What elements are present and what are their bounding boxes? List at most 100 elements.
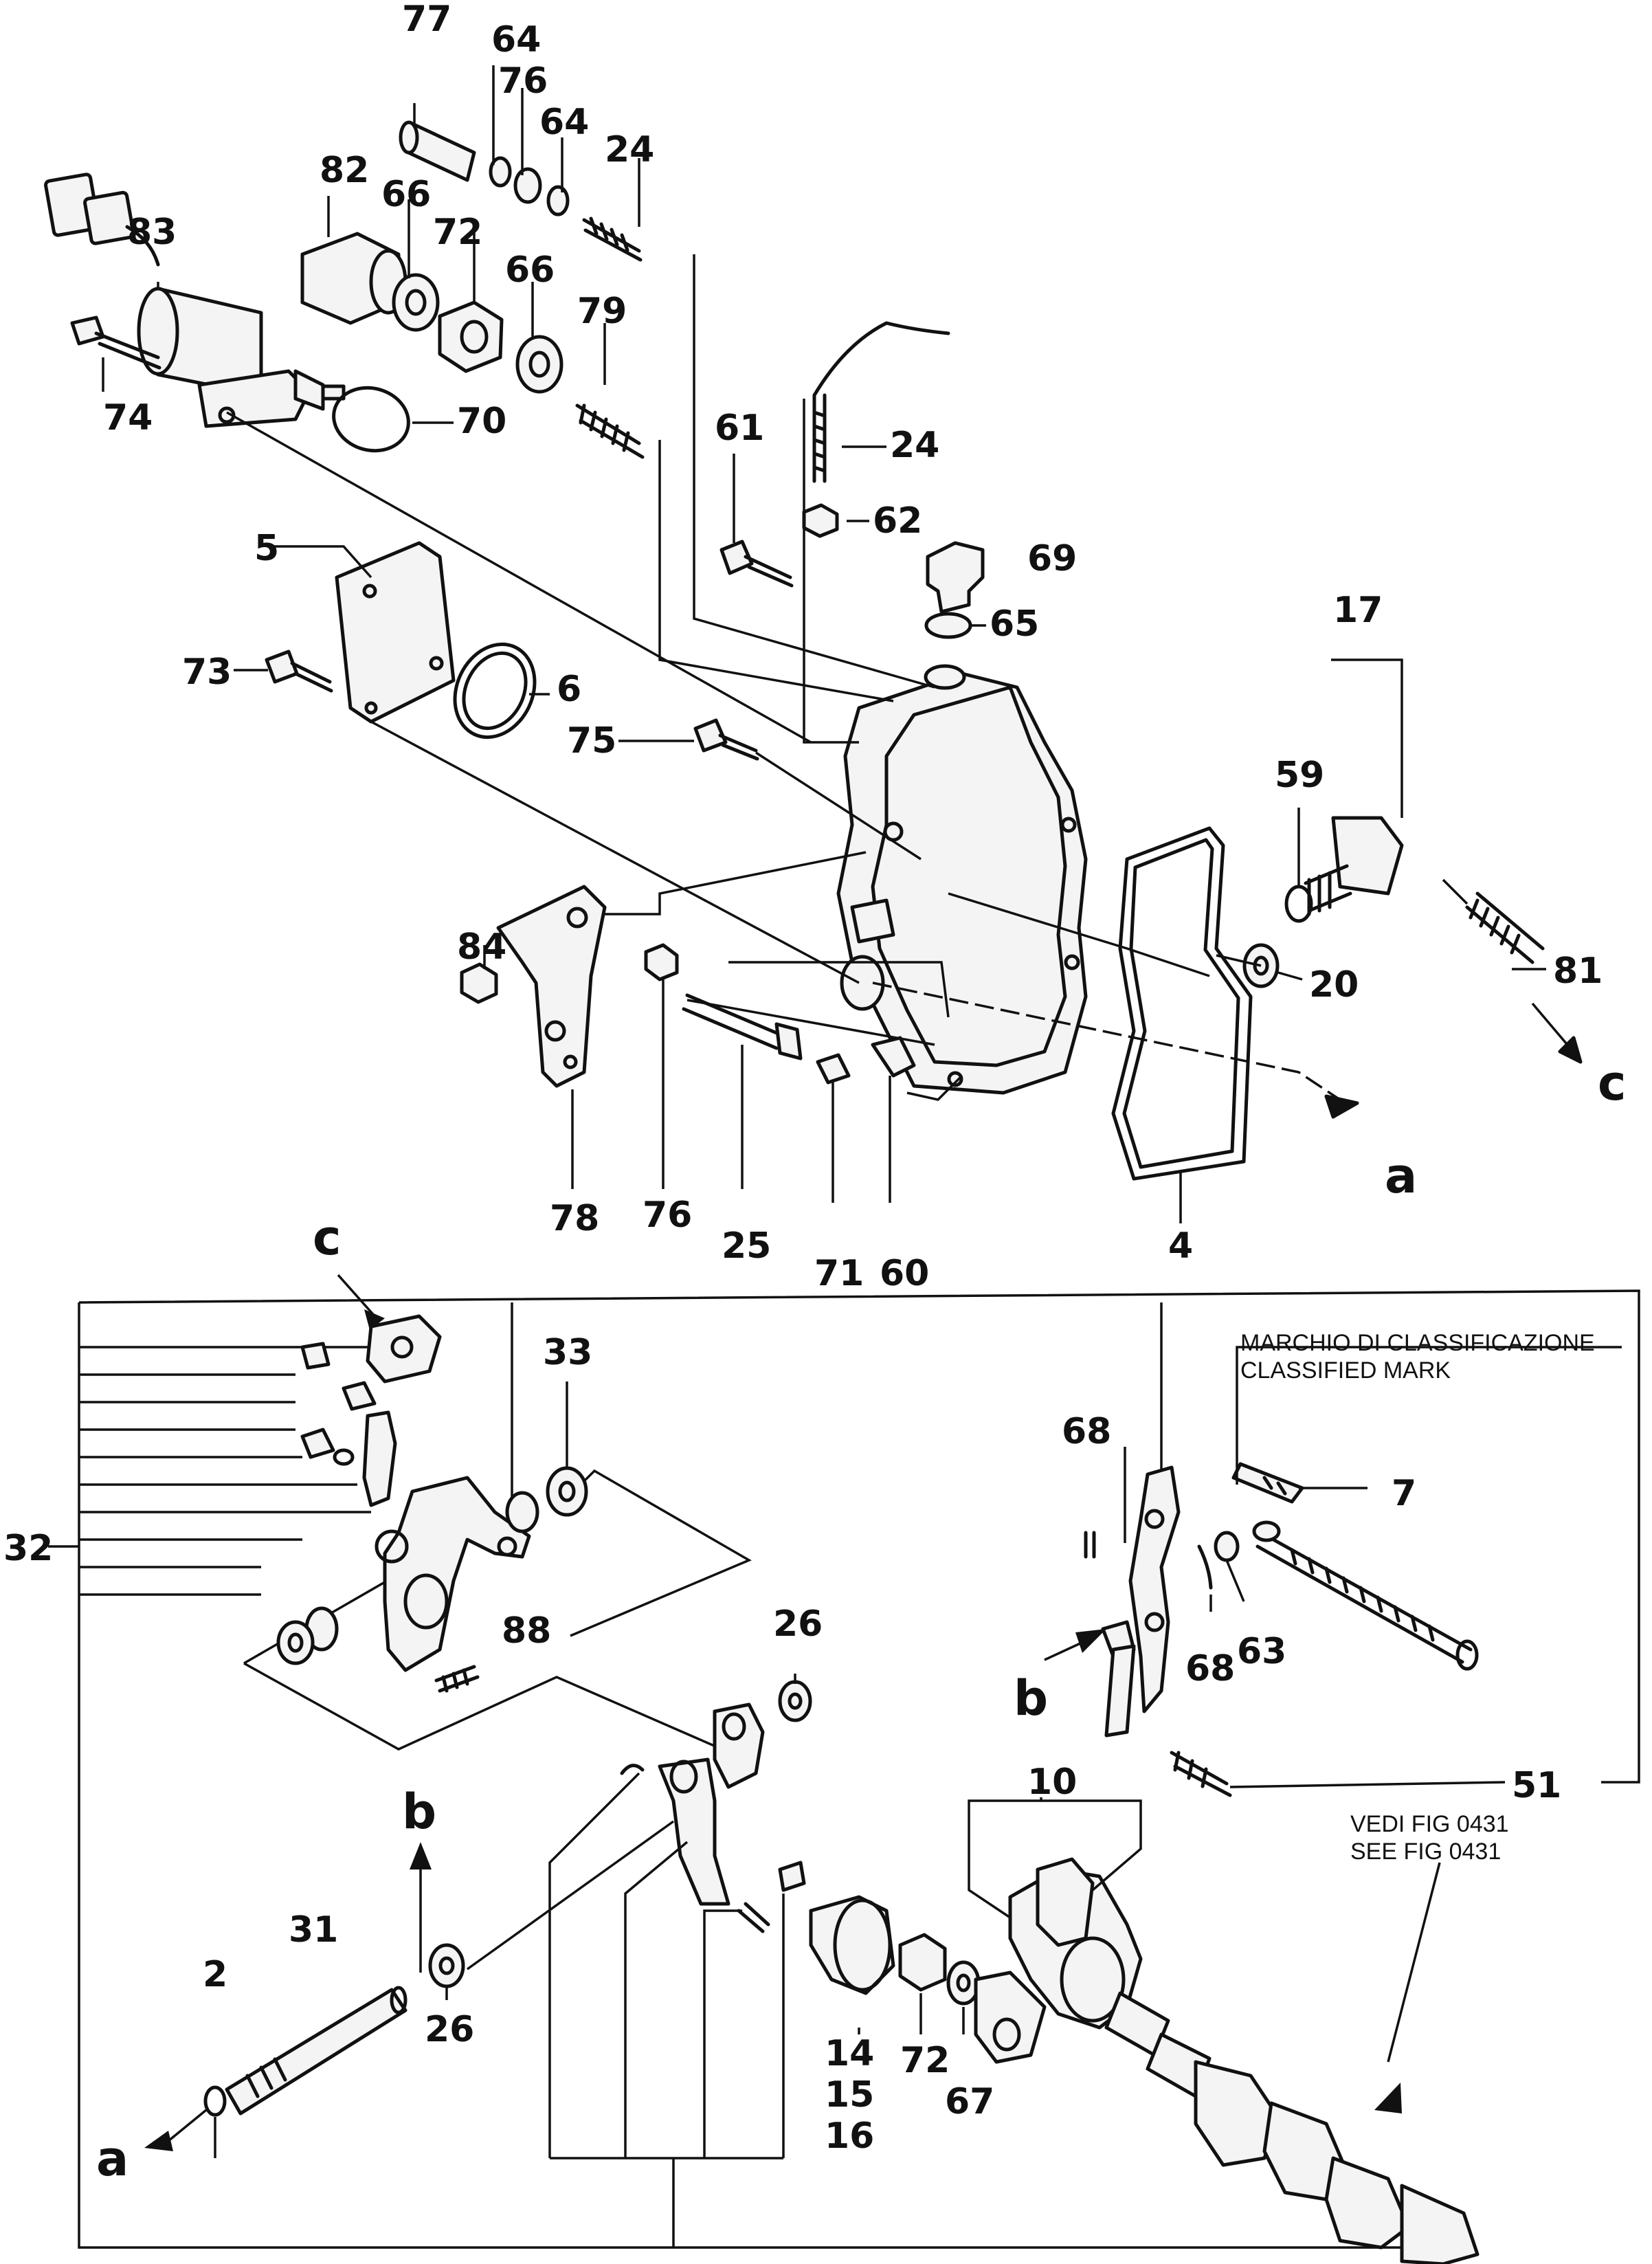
bushing-33-drawing (505, 1491, 539, 1533)
callout-63: 63 (1237, 1631, 1286, 1672)
nut-84-drawing (460, 962, 498, 1004)
callout-72: 72 (433, 212, 482, 253)
solenoid-83-drawing (137, 287, 346, 428)
callout-6: 6 (557, 669, 581, 710)
callout-66b: 66 (505, 249, 555, 291)
callout-4: 4 (1168, 1225, 1193, 1267)
arrow-a-upper (1324, 1094, 1359, 1119)
callout-88: 88 (502, 1610, 551, 1652)
callout-59: 59 (1275, 755, 1324, 796)
washer-67-drawing (946, 1960, 981, 2006)
callout-24: 24 (605, 129, 654, 170)
callout-60: 60 (880, 1253, 929, 1294)
callout-b-right: b (1014, 1670, 1048, 1727)
bolt-73-drawing (265, 650, 333, 693)
callout-81: 81 (1553, 951, 1603, 992)
nut-82-drawing (300, 232, 408, 325)
callout-c-upper: c (1598, 1055, 1627, 1111)
notes: MARCHIO DI CLASSIFICAZIONE CLASSIFIED MA… (1240, 1330, 1595, 1865)
callout-72b: 72 (900, 2040, 950, 2081)
arrow-a-lower (144, 2131, 173, 2151)
callout-64: 64 (491, 19, 541, 60)
arrow-b-right (1075, 1629, 1106, 1653)
callout-labels: 77 64 76 64 24 82 83 66 72 66 79 74 70 6… (3, 0, 1627, 2187)
callout-76: 76 (498, 60, 548, 102)
callout-74: 74 (103, 397, 153, 439)
plate-60-drawing (871, 1036, 916, 1078)
spring-79-drawing (575, 403, 645, 459)
callout-15: 15 (825, 2074, 874, 2116)
lower-frame-lines (48, 1289, 1640, 2249)
gasket-4-drawing (1111, 826, 1253, 1181)
callout-a-upper: a (1385, 1148, 1417, 1204)
washer-33-drawing (546, 1466, 588, 1517)
callout-70: 70 (457, 401, 506, 442)
control-rack-drawing (1101, 1462, 1479, 1738)
callout-64b: 64 (539, 102, 589, 143)
callout-66: 66 (381, 174, 431, 215)
nut-76-drawing (644, 943, 679, 981)
shaft-31-drawing (225, 1986, 408, 2116)
callout-33: 33 (543, 1332, 592, 1373)
plug-69-drawing (926, 541, 985, 614)
callout-84: 84 (457, 926, 506, 968)
classified-mark-en: CLASSIFIED MARK (1240, 1357, 1451, 1384)
callout-26: 26 (773, 1603, 823, 1645)
callout-24b: 24 (890, 425, 939, 466)
classified-mark-it: MARCHIO DI CLASSIFICAZIONE (1240, 1330, 1595, 1356)
callout-16: 16 (825, 2116, 874, 2157)
callout-75: 75 (567, 720, 616, 762)
callout-20: 20 (1309, 964, 1359, 1006)
camshaft-drawing (1104, 1991, 1480, 2264)
bolt-74-drawing (70, 315, 161, 370)
callout-61: 61 (715, 408, 764, 449)
callout-32: 32 (3, 1528, 53, 1569)
lever-78-drawing (496, 885, 607, 1088)
callout-68b: 68 (1185, 1648, 1235, 1689)
solenoid-connector-drawing (44, 173, 160, 267)
callout-68: 68 (1062, 1411, 1111, 1452)
callout-73: 73 (182, 652, 232, 693)
governor-housing-drawing (836, 664, 1088, 1095)
callout-65: 65 (990, 603, 1039, 645)
callout-26b: 26 (425, 2009, 474, 2050)
arrow-b-up (410, 1842, 432, 1869)
callout-25: 25 (722, 1225, 771, 1267)
leader-lines-upper (102, 65, 1546, 1223)
callout-10: 10 (1027, 1762, 1077, 1803)
callout-a-lower: a (96, 2131, 129, 2187)
circlip-2-drawing (203, 2085, 227, 2117)
spring-51-drawing (1170, 1751, 1232, 1797)
callout-7: 7 (1392, 1473, 1416, 1514)
washer-66b-drawing (515, 335, 563, 394)
lever-assembly-32-drawing (276, 1314, 531, 1672)
nut-62-drawing (802, 503, 839, 538)
nut-72-lower-drawing (898, 1933, 947, 1992)
callout-71: 71 (814, 1253, 864, 1294)
washer-26-upper-drawing (778, 1680, 812, 1722)
callout-b-up: b (402, 1784, 436, 1840)
washer-26-lower-drawing (428, 1943, 465, 1988)
nut-72-drawing (438, 300, 504, 373)
callout-78: 78 (550, 1198, 599, 1239)
adjusting-screw-group-drawing (399, 120, 643, 262)
arrow-c-lower (364, 1309, 385, 1330)
callout-76b: 76 (643, 1195, 692, 1236)
callout-79: 79 (577, 291, 627, 332)
callout-5: 5 (254, 528, 279, 569)
washer-63-drawing (1214, 1531, 1240, 1562)
seal-6-drawing (453, 642, 537, 740)
bolt-71-drawing (816, 1053, 851, 1085)
callout-62: 62 (873, 500, 922, 542)
spring-81-drawing (1465, 891, 1545, 964)
callout-14: 14 (825, 2033, 874, 2074)
pin-68-left-drawing (1084, 1531, 1096, 1559)
callout-69: 69 (1027, 538, 1077, 579)
stud-24-drawing (812, 321, 950, 483)
callout-77: 77 (402, 0, 451, 40)
leader-lines-lower (214, 1346, 1622, 2160)
lever-group-drawing (620, 1702, 806, 1933)
callout-2: 2 (203, 1954, 227, 1995)
callout-17: 17 (1333, 590, 1383, 631)
